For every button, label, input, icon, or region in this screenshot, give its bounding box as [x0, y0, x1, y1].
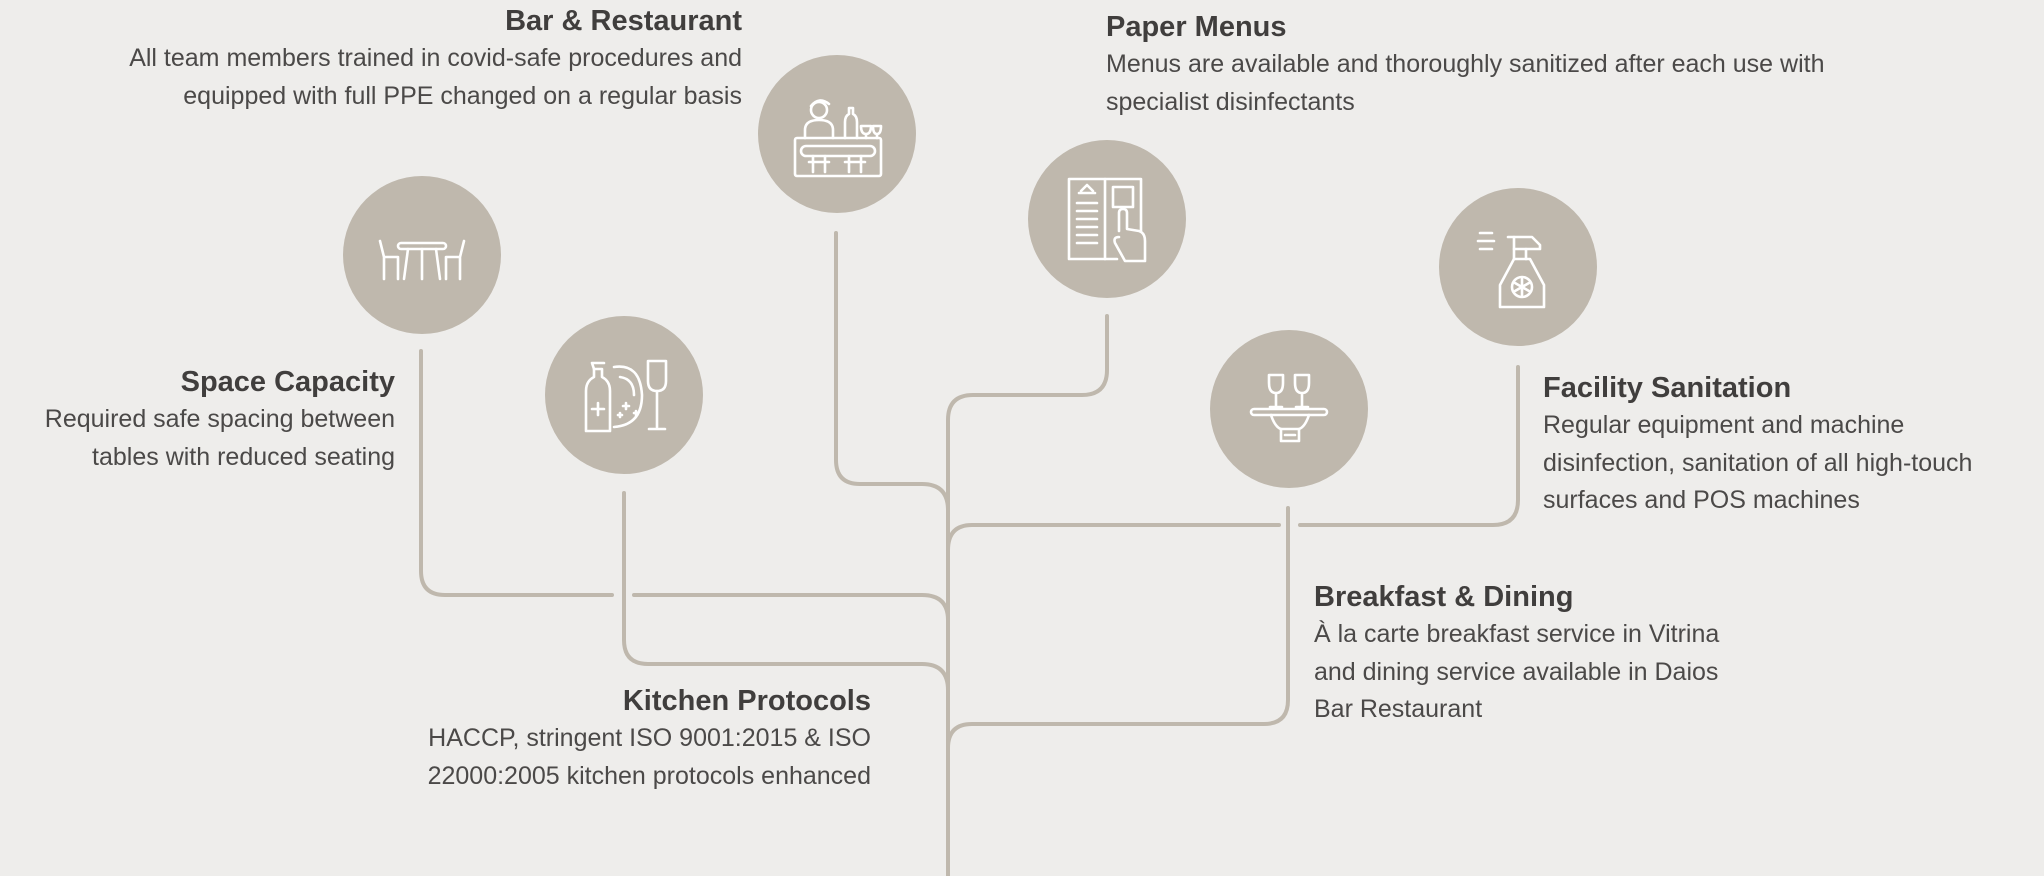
- breakfast-dining-block: Breakfast & Dining À la carte breakfast …: [1314, 578, 1754, 729]
- bar-restaurant-title: Bar & Restaurant: [505, 5, 742, 37]
- space-capacity-desc: Required safe spacing between tables wit…: [44, 405, 395, 471]
- paper-menus-circle: [1028, 140, 1186, 298]
- branch-sanitation: [946, 523, 1281, 552]
- menu-icon: [1067, 177, 1147, 263]
- branch-space-capacity-join: [632, 593, 950, 622]
- space-capacity-circle: [343, 176, 501, 334]
- bar-restaurant-desc: All team members trained in covid-safe p…: [129, 44, 742, 110]
- branch-kitchen: [622, 491, 950, 692]
- space-capacity-title: Space Capacity: [180, 366, 395, 398]
- trunk-line: [946, 314, 1109, 876]
- branch-space-capacity: [419, 349, 614, 597]
- paper-menus-desc: Menus are available and thoroughly sanit…: [1106, 50, 1825, 116]
- branch-breakfast: [946, 506, 1290, 750]
- breakfast-dining-desc: À la carte breakfast service in Vitrina …: [1314, 620, 1720, 723]
- facility-sanitation-desc: Regular equipment and machine disinfecti…: [1543, 411, 1973, 514]
- breakfast-dining-title: Breakfast & Dining: [1314, 581, 1574, 613]
- kitchen-protocols-title: Kitchen Protocols: [622, 685, 871, 717]
- branch-sanitation-right: [1298, 365, 1520, 527]
- spray-bottle-icon: [1476, 231, 1546, 309]
- paper-menus-block: Paper Menus Menus are available and thor…: [1106, 8, 1926, 121]
- kitchen-protocols-circle: [545, 316, 703, 474]
- paper-menus-title: Paper Menus: [1106, 11, 1287, 43]
- kitchen-protocols-desc: HACCP, stringent ISO 9001:2015 & ISO 220…: [427, 724, 871, 790]
- branch-bar-restaurant: [834, 231, 950, 512]
- facility-sanitation-block: Facility Sanitation Regular equipment an…: [1543, 369, 2033, 520]
- facility-sanitation-circle: [1439, 188, 1597, 346]
- space-capacity-block: Space Capacity Required safe spacing bet…: [0, 363, 395, 476]
- table-chairs-icon: [378, 239, 466, 281]
- kitchen-protocols-block: Kitchen Protocols HACCP, stringent ISO 9…: [371, 682, 871, 795]
- bartender-icon: [793, 99, 883, 178]
- facility-sanitation-title: Facility Sanitation: [1543, 372, 1792, 404]
- serving-tray-icon: [1249, 373, 1329, 443]
- breakfast-dining-circle: [1210, 330, 1368, 488]
- bar-restaurant-circle: [758, 55, 916, 213]
- bar-restaurant-block: Bar & Restaurant All team members traine…: [42, 2, 742, 115]
- dishwashing-icon: [584, 359, 668, 433]
